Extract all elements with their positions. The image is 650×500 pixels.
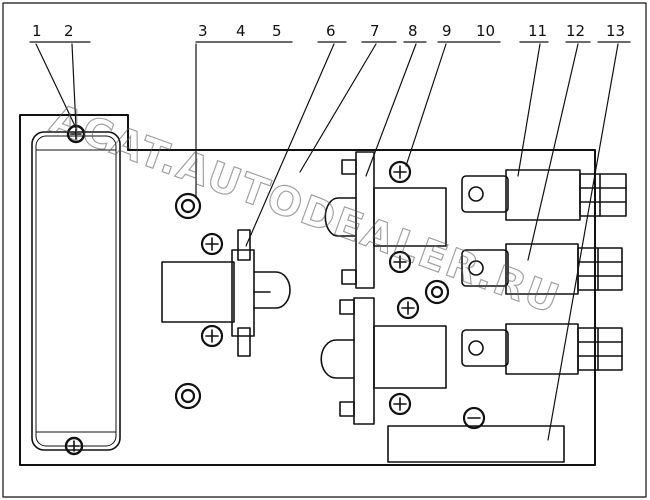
callout-3: 3 — [198, 22, 208, 40]
left-connector-block — [31, 131, 121, 451]
watermark-text: ACAT.AUTODEALER.RU — [45, 96, 567, 323]
nut-center — [424, 279, 450, 305]
screw-relay-left-bottom — [200, 324, 224, 348]
screw-relay-upper-bottom — [388, 250, 412, 274]
callout-13: 13 — [606, 22, 625, 40]
leader-6 — [245, 43, 335, 247]
nut-upper — [174, 192, 202, 220]
relay-lower — [320, 297, 447, 425]
leader-2 — [71, 43, 77, 129]
callout-8: 8 — [408, 22, 418, 40]
callout-10: 10 — [476, 22, 495, 40]
leader-13 — [547, 43, 619, 441]
relay-upper — [324, 151, 447, 289]
callout-5: 5 — [272, 22, 282, 40]
screw-relay-upper-top — [388, 160, 412, 184]
terminal-strip — [387, 425, 565, 463]
callout-labels: 1 2 3 4 5 6 7 8 9 10 11 12 13 — [32, 22, 625, 40]
leader-1 — [35, 43, 77, 129]
screw-relay-lower-bottom — [388, 392, 412, 416]
leader-7 — [299, 43, 377, 173]
callout-7: 7 — [370, 22, 380, 40]
callout-9: 9 — [442, 22, 452, 40]
mounting-plate — [19, 114, 596, 466]
leader-11 — [517, 43, 541, 177]
callout-12: 12 — [566, 22, 585, 40]
screw-relay-lower-top — [396, 296, 420, 320]
leader-9 — [405, 43, 447, 167]
fuse-holder-bottom — [461, 323, 623, 375]
callout-11: 11 — [528, 22, 547, 40]
screw-bottom-left — [64, 436, 84, 456]
callout-2: 2 — [64, 22, 74, 40]
leader-12 — [527, 43, 579, 261]
relay-left — [161, 229, 291, 357]
callout-1: 1 — [32, 22, 42, 40]
nut-lower — [174, 382, 202, 410]
callout-6: 6 — [326, 22, 336, 40]
callout-4: 4 — [236, 22, 246, 40]
leader-8 — [365, 43, 417, 177]
screw-relay-left-top — [200, 232, 224, 256]
screw-fuse-bottom — [462, 406, 486, 430]
fuse-holder-top — [461, 169, 627, 221]
